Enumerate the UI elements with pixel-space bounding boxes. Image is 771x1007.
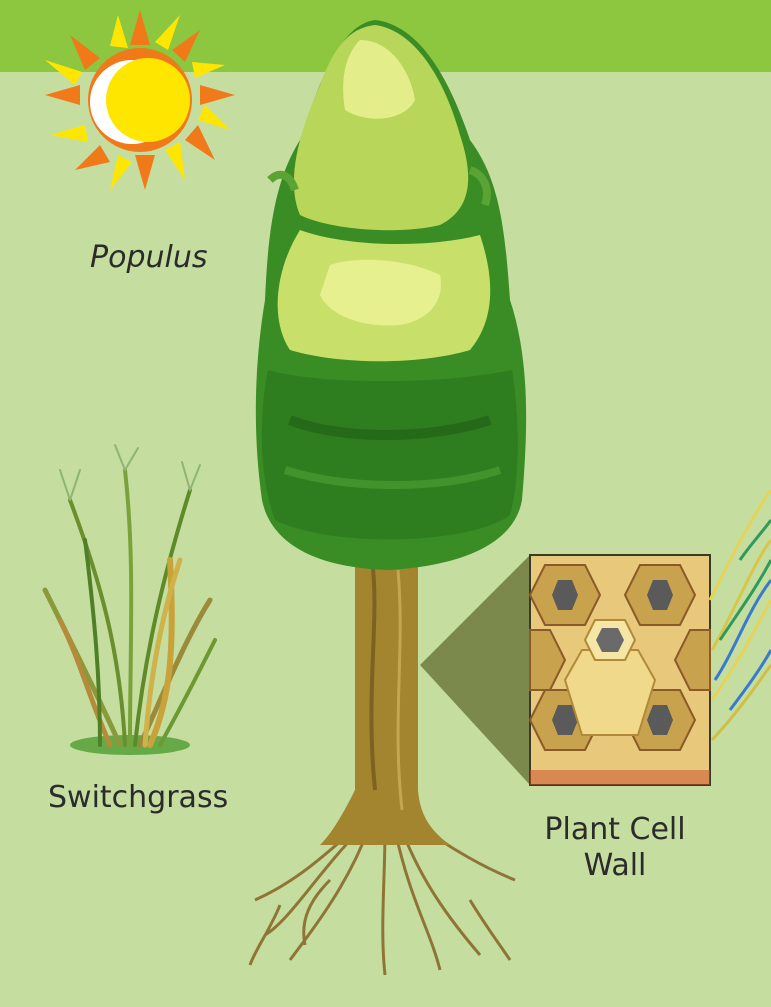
switchgrass-plant [45,445,215,755]
fiber-strands [710,490,771,740]
cell-wall-inset [530,555,710,785]
populus-tree [250,20,526,975]
populus-label: Populus [90,240,207,276]
plant-cell-wall-label-line2: Wall [530,848,700,884]
callout-wedge [420,555,530,785]
plant-cell-wall-label: Plant Cell Wall [530,812,700,884]
switchgrass-label: Switchgrass [48,780,228,816]
plant-cell-wall-label-line1: Plant Cell [530,812,700,848]
sun-icon [45,10,235,190]
